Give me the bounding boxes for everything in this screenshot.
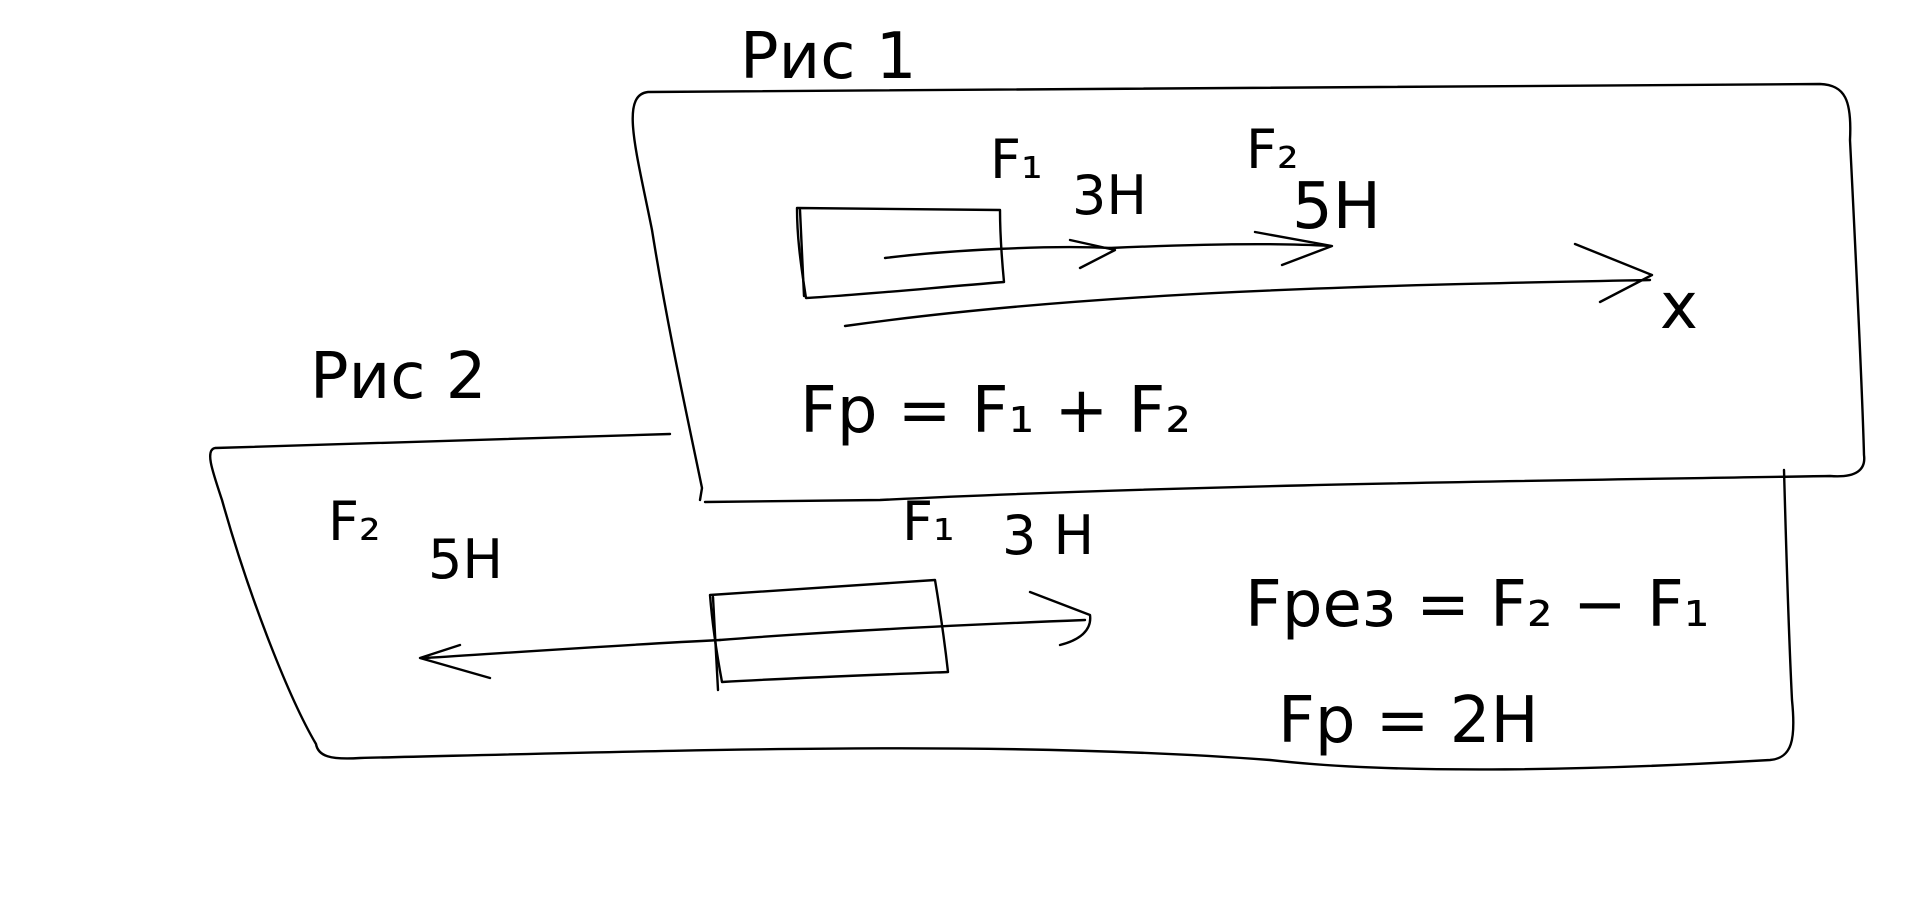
- figure-2-force-2-label: F₂: [328, 490, 381, 553]
- figure-1-force-2-arrowhead: [1253, 230, 1334, 267]
- figure-1-body-block: [795, 206, 1006, 300]
- figure-2-force-1-arrowhead: [1028, 590, 1092, 647]
- figure-2-force-2-arrow: [423, 638, 722, 660]
- figure-1-force-2-label: F₂: [1246, 118, 1299, 181]
- figure-1-axis-label: x: [1660, 270, 1698, 344]
- figure-1-force-1-arrowhead: [1068, 238, 1117, 270]
- figure-1-x-axis-arrowhead: [1573, 242, 1654, 304]
- figure-2-force-2-arrowhead: [418, 643, 492, 680]
- figure-2-force-1-value: 3 Н: [1002, 504, 1094, 567]
- figure-1-force-2-value: 5Н: [1292, 170, 1381, 244]
- figure-1-caption: Рис 1: [740, 20, 916, 94]
- figure-2-force-1-label: F₁: [902, 490, 955, 553]
- figure-2: Рис 2 F₂ 5Н F₁ 3 Н Fрез = F₂ − F₁ Fр = 2…: [208, 340, 1795, 771]
- figure-2-equation-2: Fр = 2Н: [1278, 684, 1539, 758]
- figure-1-x-axis: [843, 278, 1652, 328]
- figure-1-force-1-label: F₁: [990, 128, 1043, 191]
- figure-1-force-2-arrow: [1108, 243, 1332, 250]
- figure-2-caption: Рис 2: [310, 340, 486, 414]
- figure-2-force-2-value: 5Н: [428, 528, 503, 591]
- figure-1-force-1-arrow: [883, 245, 1112, 260]
- figure-1-force-1-value: 3Н: [1072, 164, 1147, 227]
- figure-1-equation: Fр = F₁ + F₂: [800, 374, 1191, 448]
- figure-2-force-1-arrow: [718, 618, 1087, 642]
- figure-1: Рис 1 F₁ 3Н F₂ 5Н x Fр = F₁ + F₂: [631, 20, 1866, 504]
- figure-2-frame: [208, 432, 1795, 771]
- figure-2-equation-1: Fрез = F₂ − F₁: [1245, 568, 1709, 642]
- figure-1-body-left-edge: [798, 208, 806, 298]
- figure-2-body-left-edge: [711, 595, 720, 692]
- figure-2-body-block: [708, 578, 950, 684]
